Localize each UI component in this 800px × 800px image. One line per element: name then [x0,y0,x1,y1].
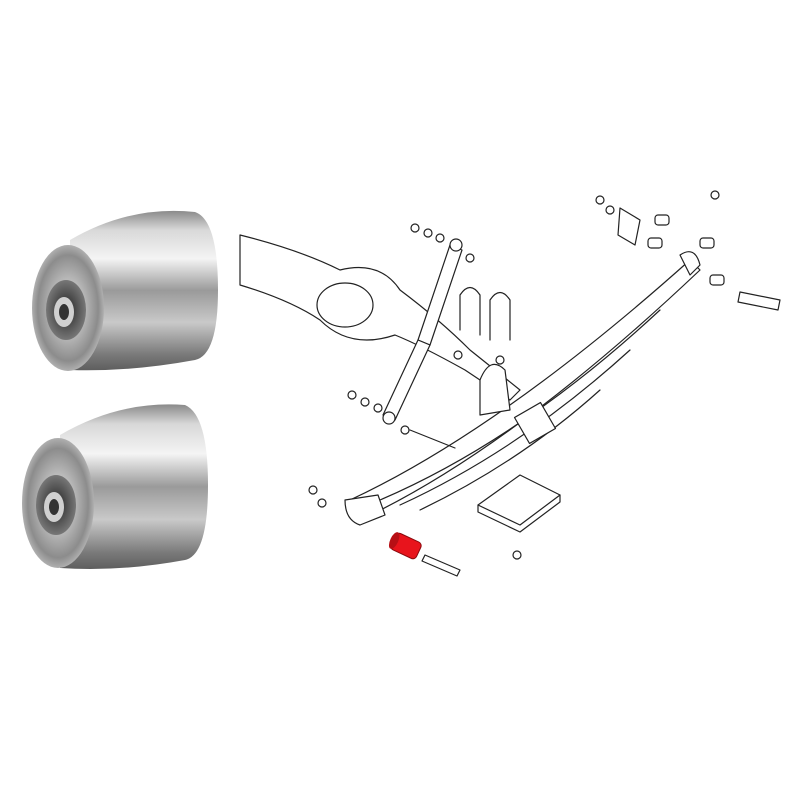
spring-perch [479,363,511,416]
u-bolt [459,286,481,336]
leaf-spring [349,259,701,521]
leaf-spring-diagram [239,190,781,577]
shackle-plate [617,207,641,246]
bushing-photo-bottom [22,404,208,569]
bushing-photo-top [32,210,218,371]
axle-housing [239,234,521,401]
hardware-nuts [308,190,725,560]
bolt [421,554,461,577]
highlighted-bushing [388,532,422,560]
